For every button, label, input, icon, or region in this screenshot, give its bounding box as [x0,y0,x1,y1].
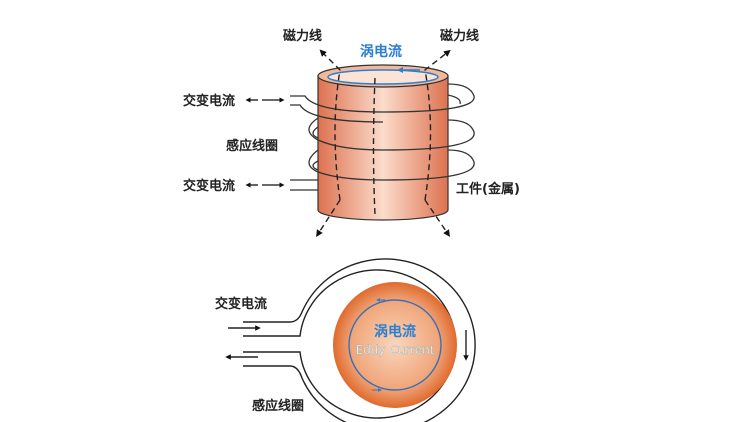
magnetic-line-label-left: 磁力线 [283,28,322,44]
induction-coil-turns [290,83,475,191]
eddy-current-label-top: 涡电流 [360,43,402,60]
eddy-current-label-en: Eddy Current [356,343,435,357]
induction-coil-label: 感应线圈 [252,398,304,414]
workpiece-label: 工件(金属) [456,181,520,197]
ac-current-label: 交变电流 [215,296,267,312]
eddy-current-label-cn: 涡电流 [374,323,416,340]
ac-current-label-bottom: 交变电流 [183,178,235,194]
workpiece-disc [333,282,457,408]
induction-coil-label-top: 感应线圈 [226,138,278,154]
magnetic-line-label-right: 磁力线 [440,28,479,44]
eddy-current-loop [348,299,442,391]
ac-arrows-top [245,97,285,188]
magnetic-field-lines [316,49,451,237]
ac-current-label-top: 交变电流 [183,93,235,109]
coil-top-view [225,258,476,422]
